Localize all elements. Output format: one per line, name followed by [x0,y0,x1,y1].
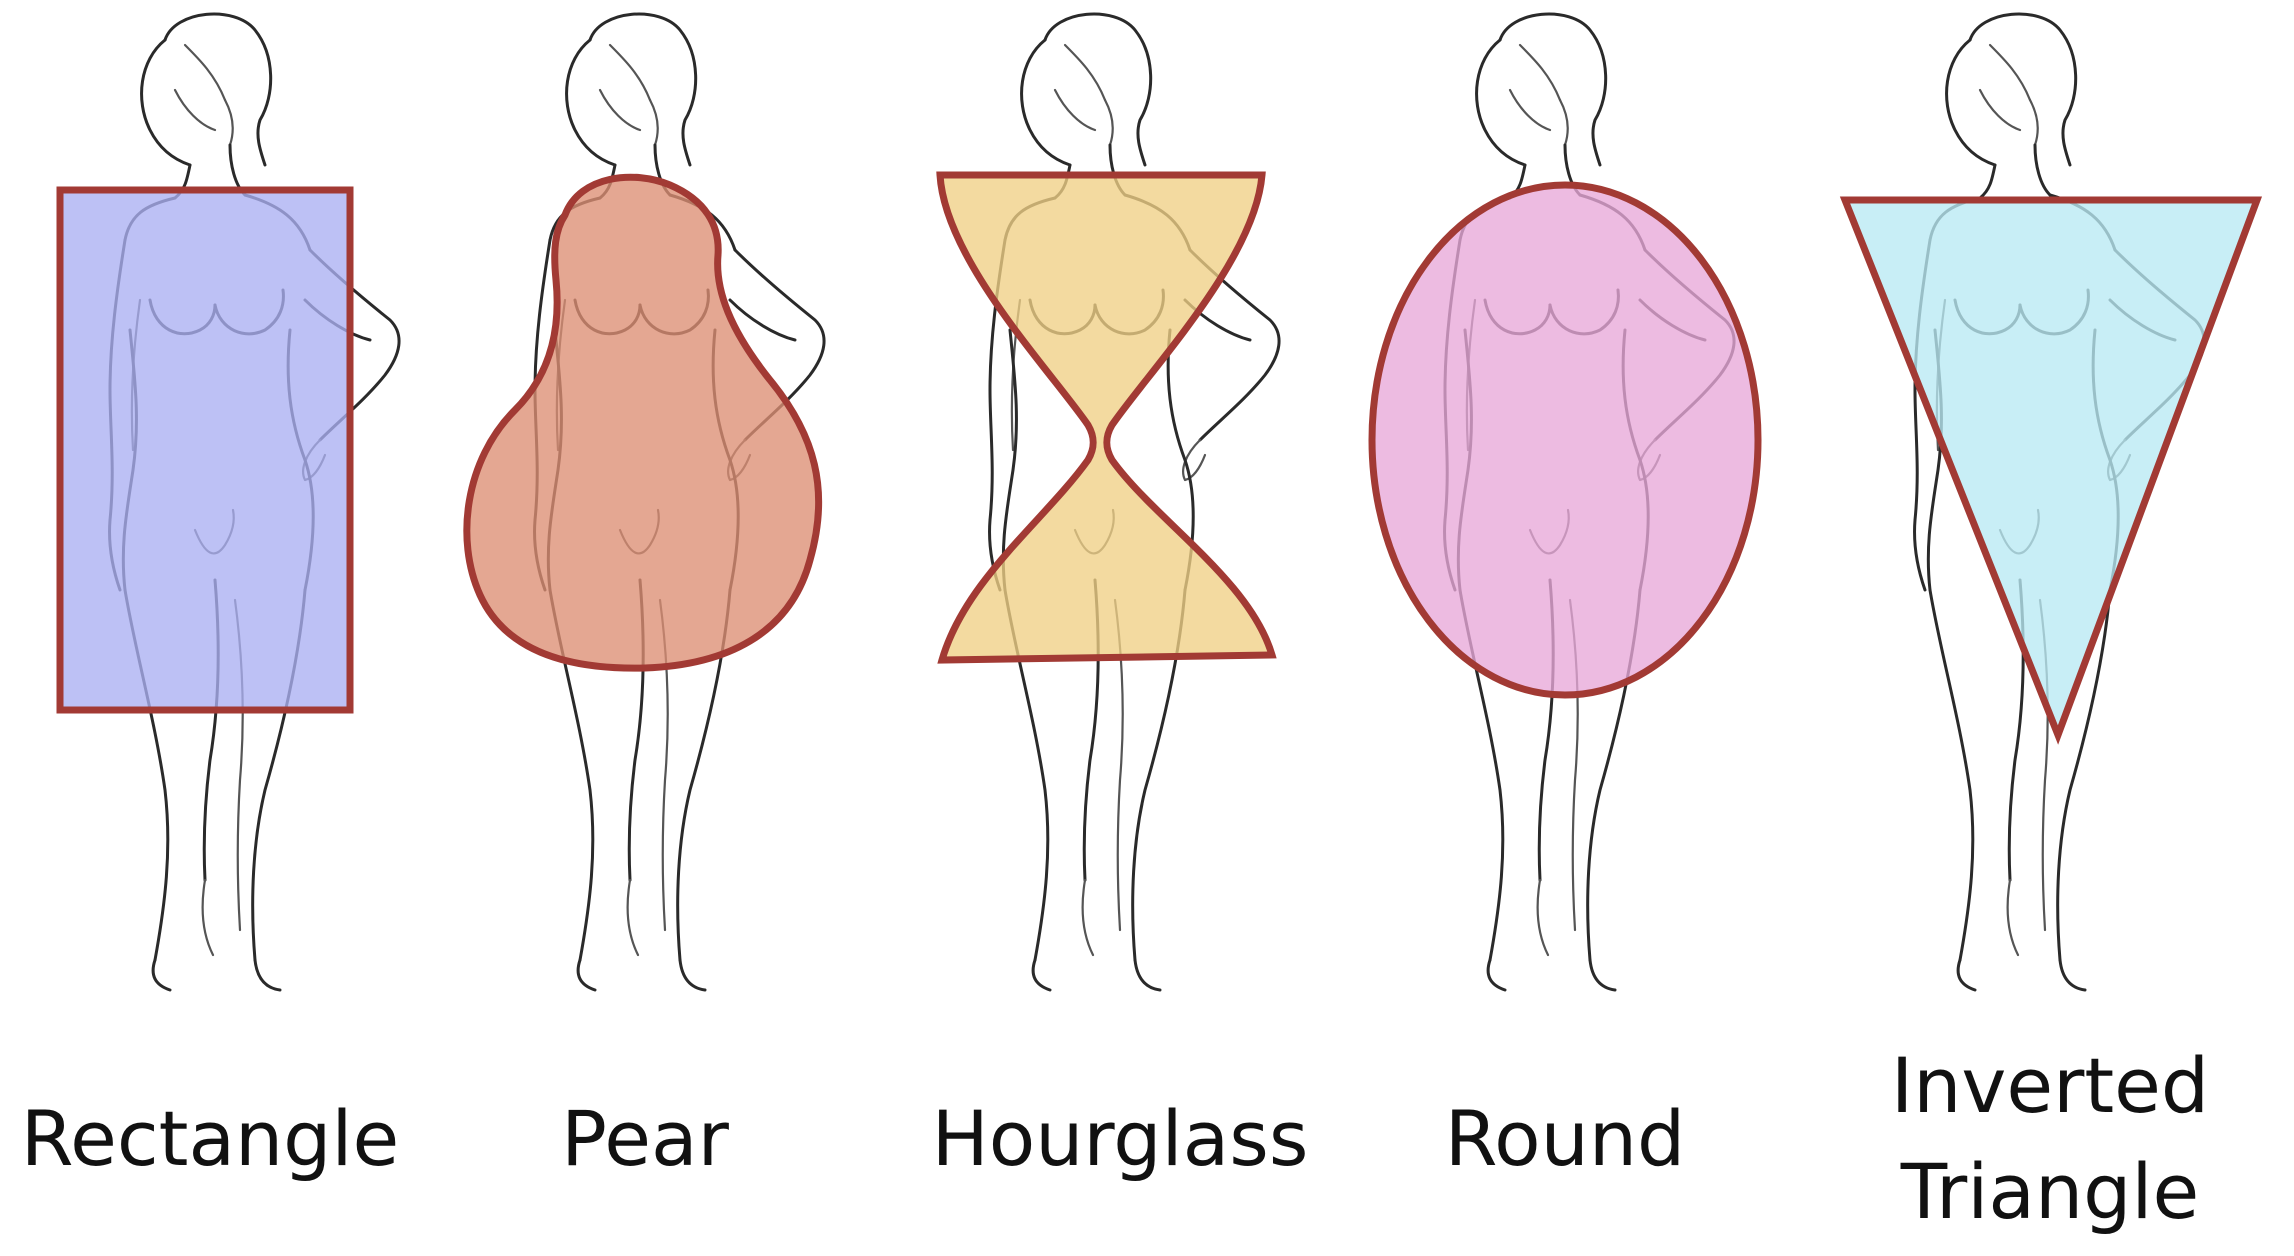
shape-label-hourglass: Hourglass [932,1094,1309,1183]
round-group: Round [1368,12,1762,1183]
hourglass-overlay [936,171,1277,664]
round-overlay [1368,181,1762,699]
shape-label-pear: Pear [561,1094,729,1183]
hourglass-group: Hourglass [932,12,1309,1183]
pear-group: Pear [463,12,826,1183]
shape-label-inverted-triangle-line2: Triangle [1900,1147,2199,1236]
inverted-triangle-overlay [1839,196,2263,745]
rectangle-group: Rectangle [21,12,401,1183]
shape-label-inverted-triangle-line1: Inverted [1891,1041,2209,1130]
pear-overlay [463,173,823,672]
rectangle-overlay [56,186,354,714]
inverted-triangle-group: Inverted Triangle [1839,12,2263,1236]
shape-label-round: Round [1445,1094,1685,1183]
shape-label-rectangle: Rectangle [21,1094,400,1183]
